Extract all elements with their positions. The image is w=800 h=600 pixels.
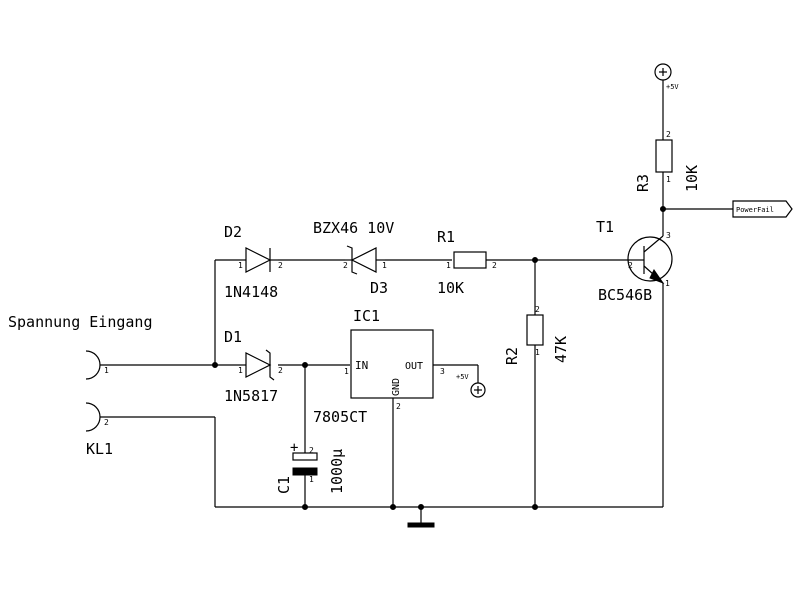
kl1-ref-label: KL1: [86, 440, 113, 458]
d1-ref-label: D1: [224, 328, 242, 346]
junction-dot: [418, 504, 424, 510]
ic1-out-label: OUT: [405, 361, 423, 372]
transistor-t1: 3 2 1 T1 BC546B: [596, 218, 673, 304]
d1-pin-2: 2: [278, 366, 283, 375]
ic1-body: [350, 329, 434, 399]
r3-value-label: 10K: [683, 165, 701, 192]
c1-pin-1: 1: [309, 475, 314, 484]
vcc-top-label: +5V: [666, 83, 679, 91]
d3-pin-1: 1: [382, 261, 387, 270]
r3-pin-1: 1: [666, 175, 671, 184]
d1-pin-1: 1: [238, 366, 243, 375]
zener-d3: 2 1 BZX46 10V D3: [313, 219, 394, 297]
r1-ref-label: R1: [437, 228, 455, 246]
d3-pin-2: 2: [343, 261, 348, 270]
junction-dot: [302, 362, 308, 368]
terminal-2-icon: [85, 402, 101, 432]
t1-ref-label: T1: [596, 218, 614, 236]
capacitor-c1: + 2 1 C1 1000µ: [275, 440, 346, 494]
junction-dot: [660, 206, 666, 212]
resistor-r3-icon: [655, 139, 673, 173]
ic1-pin-2: 2: [396, 402, 401, 411]
power-fail-flag: PowerFail: [732, 200, 793, 218]
r1-pin-2: 2: [492, 261, 497, 270]
junction-dots: [212, 206, 666, 510]
ic1-value-label: 7805CT: [313, 408, 367, 426]
junction-dot: [390, 504, 396, 510]
wires: [100, 80, 733, 524]
r2-ref-label: R2: [503, 347, 521, 365]
emitter-arrow-icon: [649, 269, 665, 285]
terminal-1-icon: [85, 350, 101, 380]
connector-kl1: 1 2 Spannung Eingang KL1: [8, 313, 153, 458]
ic1-pin-3: 3: [440, 367, 445, 376]
npn-transistor-icon: [627, 236, 673, 282]
d2-value-label: 1N4148: [224, 283, 278, 301]
diode-d2: 1 2 D2 1N4148: [224, 223, 283, 301]
resistor-r1-icon: [453, 251, 487, 269]
kl1-pin-1: 1: [104, 366, 109, 375]
net-flag-icon: [732, 200, 793, 218]
regulator-ic1: IN OUT GND 1 2 3 IC1 7805CT: [313, 307, 445, 426]
r2-pin-2: 2: [535, 305, 540, 314]
ic1-in-label: IN: [355, 359, 368, 372]
power-fail-label: PowerFail: [736, 206, 774, 214]
capacitor-c1-icon: [292, 452, 318, 461]
power-supply-icon: [654, 63, 672, 81]
vcc-ic-label: +5V: [456, 373, 469, 381]
power-supply-icon: [470, 382, 486, 398]
r3-pin-2: 2: [666, 130, 671, 139]
r2-pin-1: 1: [535, 348, 540, 357]
vcc-top: +5V: [654, 63, 679, 91]
junction-dot: [212, 362, 218, 368]
ic1-ref-label: IC1: [353, 307, 380, 325]
r1-pin-1: 1: [446, 261, 451, 270]
diode-d1-icon: [245, 352, 272, 378]
t1-pin-2: 2: [628, 261, 633, 270]
capacitor-plate-icon: [292, 467, 318, 476]
c1-plus-label: +: [290, 440, 298, 456]
d2-pin-2: 2: [278, 261, 283, 270]
d3-value-label: BZX46 10V: [313, 219, 394, 237]
diode-d1: 1 2 D1 1N5817: [224, 328, 283, 405]
t1-value-label: BC546B: [598, 286, 652, 304]
d2-ref-label: D2: [224, 223, 242, 241]
d1-value-label: 1N5817: [224, 387, 278, 405]
ground-symbol: [407, 522, 435, 528]
r1-value-label: 10K: [437, 279, 464, 297]
t1-pin-1: 1: [665, 279, 670, 288]
c1-value-label: 1000µ: [328, 449, 346, 494]
junction-dot: [532, 504, 538, 510]
d3-ref-label: D3: [370, 279, 388, 297]
ic1-gnd-label: GND: [391, 378, 402, 396]
diode-d2-icon: [245, 247, 272, 273]
resistor-r1: 1 2 R1 10K: [437, 228, 497, 297]
resistor-r2-icon: [526, 314, 544, 346]
junction-dot: [302, 504, 308, 510]
r2-value-label: 47K: [552, 336, 570, 363]
d2-pin-1: 1: [238, 261, 243, 270]
kl1-pin-2: 2: [104, 418, 109, 427]
c1-ref-label: C1: [275, 476, 293, 494]
c1-pin-2: 2: [309, 446, 314, 455]
ic1-pin-1: 1: [344, 367, 349, 376]
junction-dot: [532, 257, 538, 263]
resistor-r2: 2 1 R2 47K: [503, 305, 570, 365]
vcc-ic: +5V: [456, 373, 486, 398]
input-voltage-label: Spannung Eingang: [8, 313, 153, 331]
r3-ref-label: R3: [634, 174, 652, 192]
resistor-r3: 2 1 R3 10K: [634, 130, 701, 192]
zener-d3-icon: [350, 247, 377, 273]
t1-pin-3: 3: [666, 231, 671, 240]
